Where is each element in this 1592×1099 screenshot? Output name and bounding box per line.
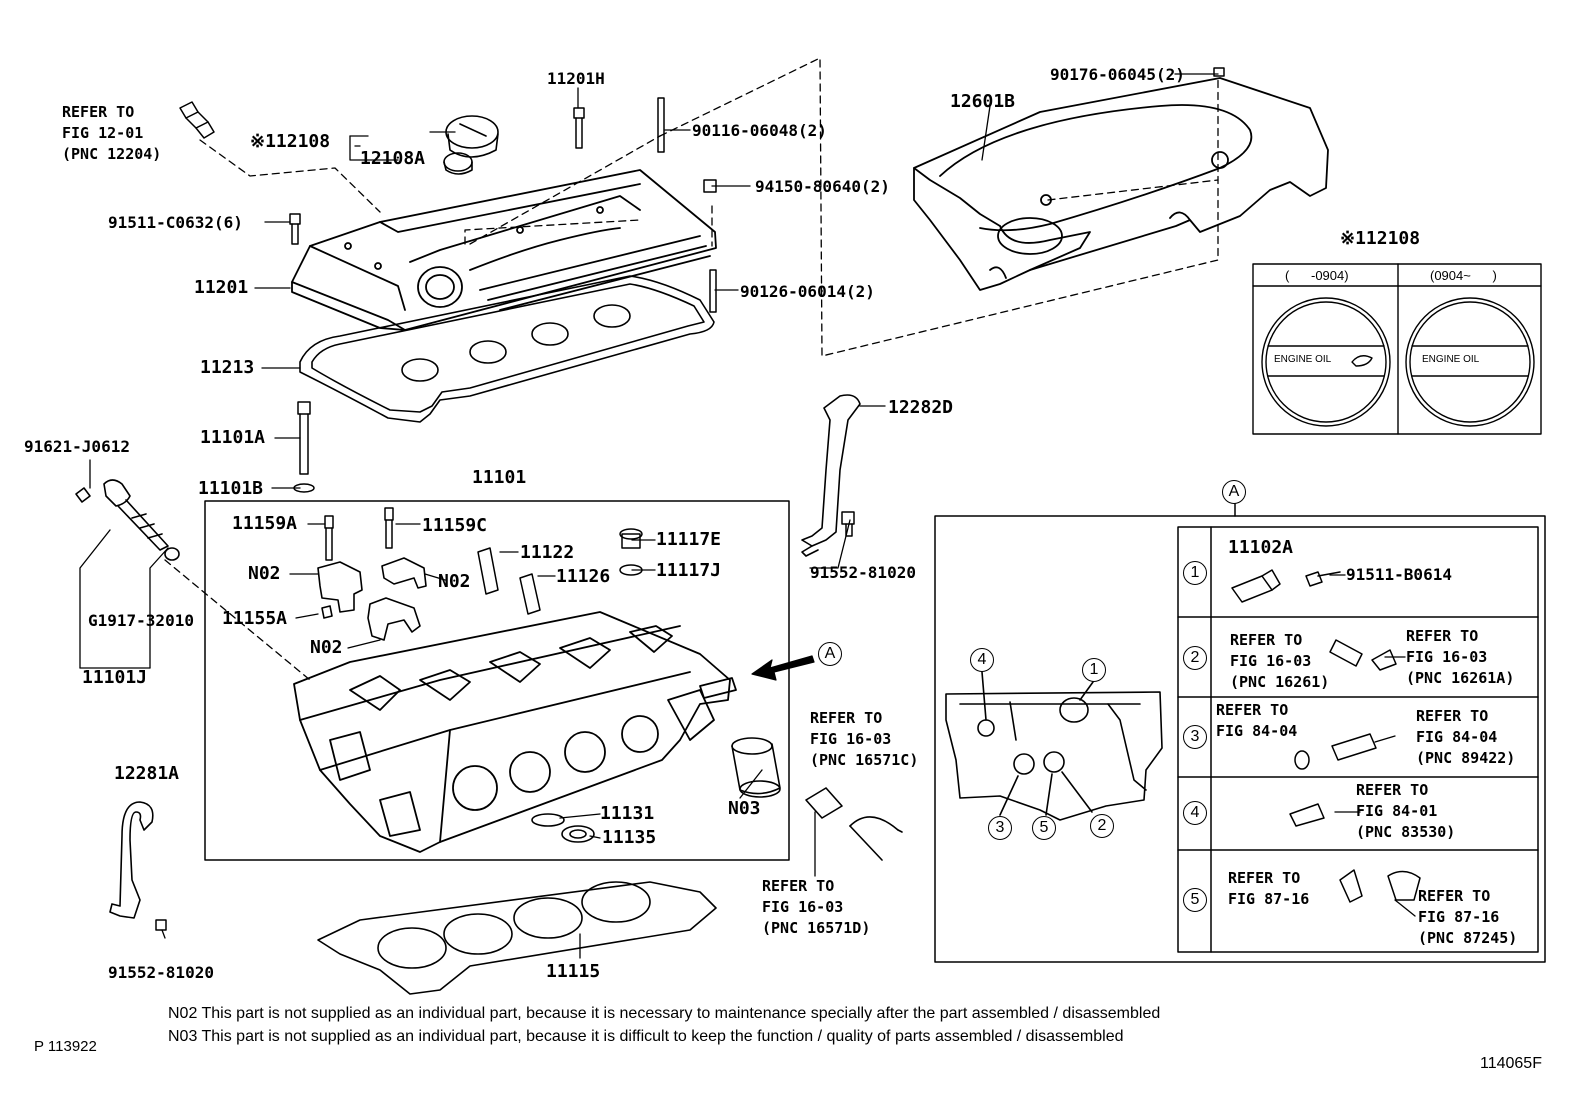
callout-11201: 11201 <box>194 277 249 298</box>
callout-91511-b0614: 91511-B0614 <box>1346 565 1452 584</box>
pcv-valve-drawing <box>179 101 215 139</box>
detail-box-frame <box>934 502 1546 963</box>
callout-11117J: 11117J <box>656 560 722 581</box>
callout-12108A: 12108A <box>360 148 426 169</box>
callout-11101B: 11101B <box>198 478 264 499</box>
head-gasket-drawing <box>317 881 717 995</box>
callout-90176-06045: 90176-06045(2) <box>1050 65 1185 84</box>
callout-11117E: 11117E <box>656 529 722 550</box>
refer-to-fig-12-01: REFER TO FIG 12-01 (PNC 12204) <box>62 103 162 163</box>
ocv-drawing <box>75 479 180 561</box>
gasket-11213-drawing <box>299 275 715 423</box>
figure-code: 114065F <box>1480 1055 1542 1072</box>
callout-91621-j0612: 91621-J0612 <box>24 437 130 456</box>
callout-12601B: 12601B <box>950 91 1016 112</box>
view-marker-a: A <box>818 642 842 666</box>
callout-11155A: 11155A <box>222 608 288 629</box>
callout-n02-b: N02 <box>438 571 471 592</box>
callout-n02-a: N02 <box>248 563 281 584</box>
callout-91552-81020-bottom: 91552-81020 <box>108 963 214 982</box>
callout-11101J: 11101J <box>82 667 148 688</box>
detail-marker-a: A <box>1222 480 1246 504</box>
view-arrow <box>751 655 815 681</box>
refer-to-pnc-16571d: REFER TO FIG 16-03 (PNC 16571D) <box>762 877 871 937</box>
note-n02: N02 This part is not supplied as an indi… <box>168 1005 1161 1022</box>
callout-11131: 11131 <box>600 803 655 824</box>
block-detail-drawing <box>945 671 1163 821</box>
callout-11122: 11122 <box>520 542 575 563</box>
callout-91511-c0632: 91511-C0632(6) <box>108 213 243 232</box>
cylinder-head-frame <box>204 500 790 861</box>
callout-90126-06014: 90126-06014(2) <box>740 282 875 301</box>
block-marker-3: 3 <box>988 816 1012 840</box>
cylinder-head-drawing <box>293 611 737 853</box>
cap-text-left: ENGINE OIL <box>1274 354 1332 365</box>
callout-g1917-32010: G1917-32010 <box>88 611 194 630</box>
block-marker-2: 2 <box>1090 814 1114 838</box>
callout-94150-80640: 94150-80640(2) <box>755 177 890 196</box>
refer-to-pnc-16571c: REFER TO FIG 16-03 (PNC 16571C) <box>810 709 919 769</box>
hose-drawing <box>805 787 903 861</box>
bracket-12281A-drawing <box>109 801 154 919</box>
leader-lines <box>79 73 1416 959</box>
row-2-number: 2 <box>1183 646 1207 670</box>
row-1-number: 1 <box>1183 561 1207 585</box>
row-5-ref-right: REFER TO FIG 87-16 (PNC 87245) <box>1418 887 1518 947</box>
cap-text-right: ENGINE OIL <box>1422 354 1480 365</box>
callout-90116-06048: 90116-06048(2) <box>692 121 827 140</box>
callout-91552-81020-top: 91552-81020 <box>810 563 916 582</box>
dashed-leaders <box>164 57 1219 681</box>
callout-11159A: 11159A <box>232 513 298 534</box>
callout-11102A: 11102A <box>1228 537 1294 558</box>
callout-12108: ※112108 <box>250 131 331 152</box>
oil-cap-drawing <box>443 115 499 175</box>
row-3-ref-right: REFER TO FIG 84-04 (PNC 89422) <box>1416 707 1516 767</box>
callout-12282D: 12282D <box>888 397 954 418</box>
page-reference: P 113922 <box>34 1038 97 1055</box>
callout-11213: 11213 <box>200 357 255 378</box>
cam-caps-drawing <box>317 557 427 641</box>
block-marker-5: 5 <box>1032 816 1056 840</box>
bracket-12282D-drawing <box>801 394 861 557</box>
tubes-drawing <box>477 528 643 615</box>
callout-11135: 11135 <box>602 827 657 848</box>
engine-cover-drawing <box>913 77 1329 291</box>
valve-cover-drawing <box>291 169 717 331</box>
block-marker-1: 1 <box>1082 658 1106 682</box>
callout-12281A: 12281A <box>114 763 180 784</box>
row-5-number: 5 <box>1183 888 1207 912</box>
detail-parts-drawing <box>1231 569 1421 903</box>
callout-11115: 11115 <box>546 961 601 982</box>
row-3-ref-left: REFER TO FIG 84-04 <box>1216 701 1298 740</box>
cap-col2-header: (0904~ ) <box>1430 268 1497 283</box>
row-3-number: 3 <box>1183 725 1207 749</box>
callout-n03: N03 <box>728 798 761 819</box>
block-marker-4: 4 <box>970 648 994 672</box>
callout-n02-c: N02 <box>310 637 343 658</box>
row-2-ref-right: REFER TO FIG 16-03 (PNC 16261A) <box>1406 627 1515 687</box>
callout-11101: 11101 <box>472 467 527 488</box>
cap-box-title: ※112108 <box>1340 228 1421 249</box>
cap-col1-header: ( -0904) <box>1285 268 1349 283</box>
row-5-ref-left: REFER TO FIG 87-16 <box>1228 869 1310 908</box>
row-4-number: 4 <box>1183 801 1207 825</box>
callout-11126: 11126 <box>556 566 611 587</box>
bolt-drawings <box>155 67 1225 931</box>
sleeve-n03-drawing <box>731 737 781 798</box>
note-n03: N03 This part is not supplied as an indi… <box>168 1028 1124 1045</box>
cap-box-frame <box>1252 263 1542 435</box>
callout-11101A: 11101A <box>200 427 266 448</box>
seals-drawing <box>531 813 595 843</box>
row-2-ref-left: REFER TO FIG 16-03 (PNC 16261) <box>1230 631 1330 691</box>
callout-11201H: 11201H <box>547 69 605 88</box>
callout-11159C: 11159C <box>422 515 488 536</box>
row-4-ref: REFER TO FIG 84-01 (PNC 83530) <box>1356 781 1456 841</box>
